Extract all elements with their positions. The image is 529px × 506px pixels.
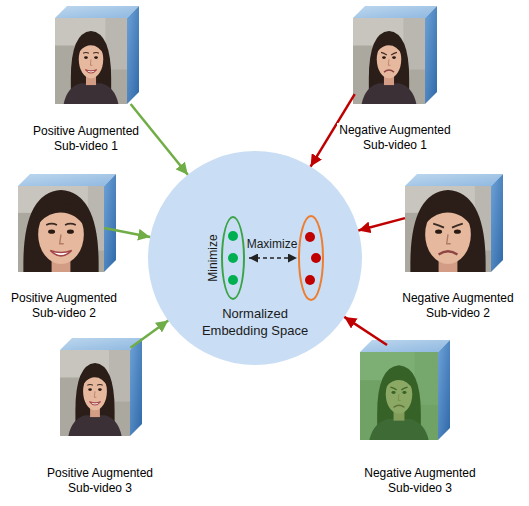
video-caption: Positive Augmented Sub-video 2 [6, 291, 122, 321]
video-caption: Positive Augmented Sub-video 1 [28, 124, 144, 154]
arrow-label: Maximize [247, 237, 298, 251]
video-cube [360, 340, 450, 440]
positive-cluster-ellipse: Minimize [221, 216, 245, 300]
positive-points [228, 231, 238, 285]
input-arrow [131, 321, 169, 348]
video-cube: Positive Augmented Sub-video 3 [60, 338, 142, 436]
video-cube: Negative Augmented Sub-video 2 [405, 174, 503, 272]
maximize-arrow [249, 257, 297, 259]
video-caption: Positive Augmented Sub-video 3 [42, 466, 158, 496]
video-cube: Positive Augmented Sub-video 1 [55, 6, 139, 104]
negative-cluster-ellipse [299, 216, 323, 300]
embedding-circle: Normalized Embedding Space Minimize [148, 151, 362, 365]
video-caption: Negative Augmented Sub-video 2 [400, 291, 516, 321]
negative-points [305, 232, 321, 285]
video-caption: Negative Augmented Sub-video 1 [337, 123, 453, 153]
input-arrow [358, 218, 405, 230]
video-caption: Negative Augmented Sub-video 3 [362, 466, 478, 496]
video-cube [55, 6, 139, 104]
minimize-label: Minimize [206, 228, 220, 288]
video-cube [60, 338, 142, 436]
video-cube [381, 170, 515, 304]
video-cube: Positive Augmented Sub-video 2 [18, 174, 116, 272]
video-cube [0, 170, 128, 304]
input-arrow [104, 228, 150, 237]
video-cube [353, 6, 437, 104]
video-cube: Negative Augmented Sub-video 3 [360, 340, 450, 440]
embedding-space-disc [148, 151, 362, 365]
video-cube: Negative Augmented Sub-video 1 [353, 6, 437, 104]
input-arrow [344, 317, 387, 345]
space-label: Normalized Embedding Space [196, 305, 314, 339]
